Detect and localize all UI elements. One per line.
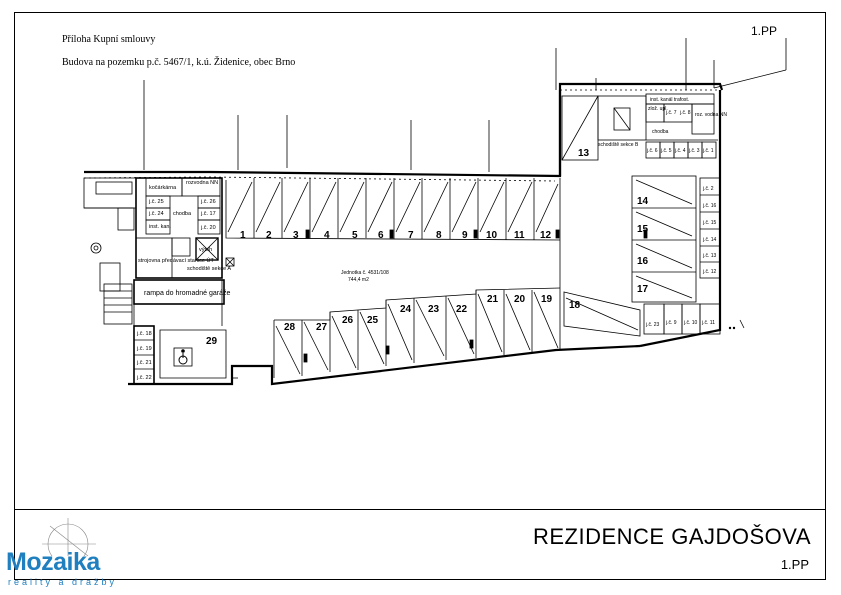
parking-space-label: 21 (487, 294, 499, 305)
room-distribution-nn: rozvodna NN (186, 180, 218, 186)
parking-space-label: 29 (206, 336, 218, 347)
parking-space-label: 20 (514, 294, 526, 305)
project-level: 1.PP (780, 557, 809, 572)
brand-name: Mozaika (6, 548, 100, 576)
storage-label: j.č. 2 (702, 186, 714, 192)
parking-space-label: 12 (540, 230, 552, 241)
storage-label: j.č. 20 (200, 225, 216, 231)
room-storage-utility: zlož. upl. (648, 106, 668, 112)
room-corridor: chodba (173, 211, 192, 217)
storage-label: j.č. 17 (200, 211, 216, 217)
unit-number: Jednotka č. 4531/108 (341, 270, 389, 276)
parking-space-label: 22 (456, 304, 468, 315)
project-title: REZIDENCE GAJDOŠOVA (532, 524, 811, 549)
storage-label: j.č. 4 (674, 148, 686, 154)
storage-label: j.č. 9 (665, 320, 677, 326)
parking-space-label: 27 (316, 322, 328, 333)
storage-label: j.č. 5 (660, 148, 672, 154)
storage-label: j.č. 18 (136, 331, 152, 337)
room-distribution-nn-right: roz. vodna NN (695, 112, 727, 118)
unit-label: Jednotka č. 4531/108 744,4 m2 (341, 270, 389, 283)
storage-label: j.č. 21 (136, 360, 152, 366)
parking-space-label: 7 (408, 230, 414, 241)
parking-space-label: 15 (637, 224, 649, 235)
left-room-labels: kočárkárna rozvodna NN chodba inst. kan.… (136, 180, 231, 381)
parking-space-label: 19 (541, 294, 553, 305)
storage-label: j.č. 22 (136, 375, 152, 381)
parking-space-label: 25 (367, 315, 379, 326)
compass-rose-icon (42, 518, 96, 556)
parking-numbers-bottom: 28 27 26 25 24 23 22 21 20 19 18 29 13 1… (206, 148, 649, 347)
room-stroller: kočárkárna (149, 185, 177, 191)
storage-label: j.č. 26 (200, 199, 216, 205)
room-elevator: výtah (199, 247, 212, 253)
title-block-divider (14, 509, 826, 510)
brand-logo: Mozaika reality a dražby (6, 516, 136, 588)
parking-space-label: 17 (637, 284, 649, 295)
parking-space-label: 9 (462, 230, 468, 241)
parking-space-label: 1 (240, 230, 246, 241)
room-trafo-channel: inst. kanál trafost. (650, 97, 689, 103)
storage-label: j.č. 6 (646, 148, 658, 154)
parking-space-label: 14 (637, 196, 649, 207)
storage-label: j.č. 19 (136, 346, 152, 352)
parking-space-label: 28 (284, 322, 296, 333)
parking-space-label: 2 (266, 230, 272, 241)
parking-space-label: 10 (486, 230, 498, 241)
storage-label: j.č. 15 (702, 220, 717, 226)
room-ramp: rampa do hromadné garáže (144, 290, 230, 297)
parking-space-label: 23 (428, 304, 440, 315)
storage-label: j.č. 1 (702, 148, 714, 154)
storage-label: j.č. 25 (148, 199, 164, 205)
wheelchair-icon (178, 349, 188, 365)
parking-space-label: 8 (436, 230, 442, 241)
storage-label: j.č. 7 (665, 110, 677, 116)
parking-space-label: 24 (400, 304, 412, 315)
storage-label: j.č. 16 (702, 203, 717, 209)
brand-tagline: reality a dražby (8, 577, 118, 587)
storage-label: j.č. 10 (683, 320, 698, 326)
storage-label: j.č. 12 (702, 269, 717, 275)
room-heat-station: strojovna předávací stanice ÚT (138, 257, 214, 264)
storage-label: j.č. 3 (688, 148, 700, 154)
parking-space-label: 4 (324, 230, 330, 241)
storage-label: j.č. 24 (148, 211, 164, 217)
parking-space-label: 26 (342, 315, 354, 326)
parking-numbers-top: 1 2 3 4 5 6 7 8 9 10 11 12 (240, 230, 552, 241)
unit-area: 744,4 m2 (348, 277, 369, 283)
parking-space-label: 3 (293, 230, 299, 241)
parking-space-label: 16 (637, 256, 649, 267)
level-label-top: 1.PP (750, 24, 777, 38)
parking-space-label: 6 (378, 230, 384, 241)
room-corridor-right: chodba (652, 129, 669, 135)
parking-space-label: 18 (569, 300, 581, 311)
parking-space-label: 5 (352, 230, 358, 241)
storage-label: j.č. 14 (702, 237, 717, 243)
room-stair-a: schodiště sekce A (187, 266, 231, 272)
room-stair-b: schodiště sekce B (598, 142, 639, 148)
drawing-sheet-frame (14, 12, 826, 580)
storage-label: j.č. 23 (645, 322, 660, 328)
header-building-line: Budova na pozemku p.č. 5467/1, k.ú. Žide… (62, 57, 296, 68)
room-inst-shaft: inst. kan. (149, 224, 171, 230)
parking-space-label: 13 (578, 148, 590, 159)
right-room-labels: schodiště sekce B inst. kanál trafost. z… (598, 97, 727, 328)
parking-space-label: 11 (514, 230, 525, 241)
storage-label: j.č. 11 (701, 320, 715, 326)
header-annex-line: Příloha Kupní smlouvy (62, 34, 156, 45)
storage-label: j.č. 13 (702, 253, 717, 259)
storage-label: j.č. 8 (679, 110, 691, 116)
